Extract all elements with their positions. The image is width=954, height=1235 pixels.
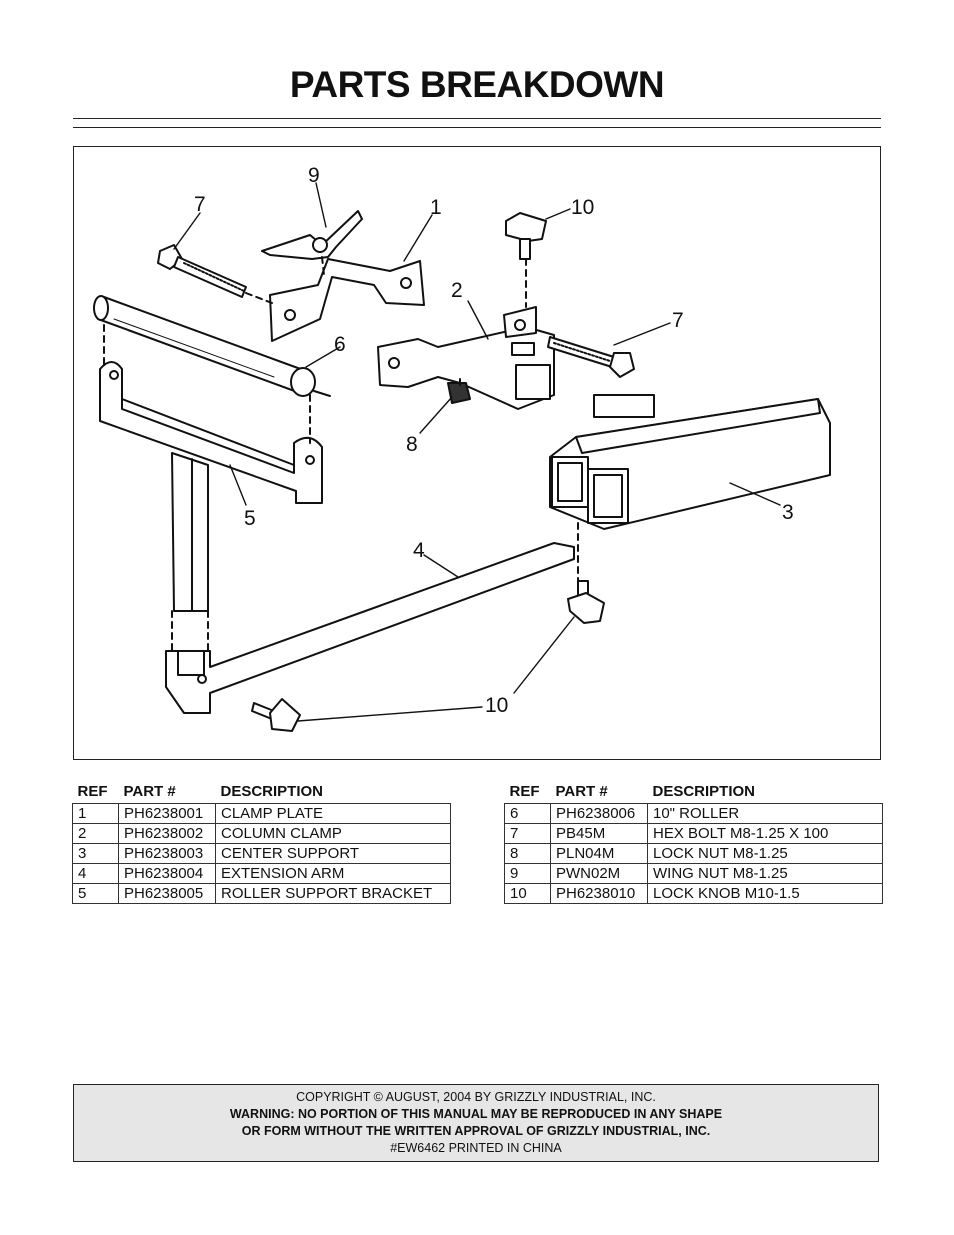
cell-ref: 8 xyxy=(504,843,551,864)
cell-description: CENTER SUPPORT xyxy=(215,843,451,864)
callout-7-upper: 7 xyxy=(194,193,206,216)
copyright-footer: COPYRIGHT © AUGUST, 2004 BY GRIZZLY INDU… xyxy=(73,1084,879,1162)
table-row: 4 PH6238004 EXTENSION ARM xyxy=(72,863,451,884)
cell-part: PH6238001 xyxy=(118,803,216,824)
header-ref: REF xyxy=(77,783,108,800)
table-row: 6 PH6238006 10" ROLLER xyxy=(504,803,883,824)
table-row: 2 PH6238002 COLUMN CLAMP xyxy=(72,823,451,844)
cell-ref: 10 xyxy=(504,883,551,904)
copyright-line: COPYRIGHT © AUGUST, 2004 BY GRIZZLY INDU… xyxy=(296,1090,656,1104)
table-row: 10 PH6238010 LOCK KNOB M10-1.5 xyxy=(504,883,883,904)
header-ref: REF xyxy=(509,783,540,800)
cell-description: ROLLER SUPPORT BRACKET xyxy=(215,883,451,904)
title-rule-top xyxy=(73,118,881,119)
title-rule-bottom xyxy=(73,127,881,128)
warning-line-1: WARNING: NO PORTION OF THIS MANUAL MAY B… xyxy=(229,1107,723,1121)
table-row: 3 PH6238003 CENTER SUPPORT xyxy=(72,843,451,864)
cell-part: PH6238004 xyxy=(118,863,216,884)
table-row: 5 PH6238005 ROLLER SUPPORT BRACKET xyxy=(72,883,451,904)
cell-ref: 1 xyxy=(72,803,119,824)
center-support-drawing xyxy=(549,394,831,530)
header-description: DESCRIPTION xyxy=(652,783,756,800)
page-title: PARTS BREAKDOWN xyxy=(289,64,665,105)
cell-part: PB45M xyxy=(550,823,648,844)
table-row: 7 PB45M HEX BOLT M8-1.25 X 100 xyxy=(504,823,883,844)
header-part: PART # xyxy=(555,783,608,800)
roller-support-bracket-drawing xyxy=(99,361,323,612)
callout-leader-lines xyxy=(173,182,781,722)
clamp-plate-drawing xyxy=(269,258,425,342)
cell-part: PH6238010 xyxy=(550,883,648,904)
cell-part: PH6238002 xyxy=(118,823,216,844)
cell-ref: 2 xyxy=(72,823,119,844)
table-row: 8 PLN04M LOCK NUT M8-1.25 xyxy=(504,843,883,864)
roller-drawing xyxy=(93,295,331,397)
lock-knob-upper-drawing xyxy=(505,212,547,260)
callout-2: 2 xyxy=(451,279,463,302)
cell-part: PH6238005 xyxy=(118,883,216,904)
cell-ref: 7 xyxy=(504,823,551,844)
cell-description: LOCK NUT M8-1.25 xyxy=(647,843,883,864)
cell-ref: 4 xyxy=(72,863,119,884)
parts-table-right: REF PART # DESCRIPTION 6 PH6238006 10" R… xyxy=(504,781,883,904)
assembly-dashed-lines xyxy=(103,256,579,652)
warning-line-2: OR FORM WITHOUT THE WRITTEN APPROVAL OF … xyxy=(241,1124,711,1138)
callout-4: 4 xyxy=(413,539,425,562)
table-row: 1 PH6238001 CLAMP PLATE xyxy=(72,803,451,824)
callout-3: 3 xyxy=(782,501,794,524)
callout-1: 1 xyxy=(430,196,442,219)
cell-description: CLAMP PLATE xyxy=(215,803,451,824)
hex-bolt-upper-drawing xyxy=(157,244,247,298)
lock-knob-lower-right-drawing xyxy=(567,580,605,624)
cell-description: EXTENSION ARM xyxy=(215,863,451,884)
table-header-row: REF PART # DESCRIPTION xyxy=(73,781,451,804)
header-part: PART # xyxy=(123,783,176,800)
table-row: 9 PWN02M WING NUT M8-1.25 xyxy=(504,863,883,884)
cell-part: PLN04M xyxy=(550,843,648,864)
cell-description: COLUMN CLAMP xyxy=(215,823,451,844)
callout-10-lower: 10 xyxy=(485,694,509,717)
cell-part: PH6238003 xyxy=(118,843,216,864)
callout-8: 8 xyxy=(406,433,418,456)
callout-7-lower: 7 xyxy=(672,309,684,332)
column-clamp-drawing xyxy=(377,306,555,410)
lock-knob-lower-left-drawing xyxy=(251,698,301,732)
callout-6: 6 xyxy=(334,333,346,356)
cell-ref: 5 xyxy=(72,883,119,904)
cell-ref: 6 xyxy=(504,803,551,824)
exploded-view-drawing xyxy=(93,182,831,732)
cell-description: WING NUT M8-1.25 xyxy=(647,863,883,884)
callout-10-upper: 10 xyxy=(571,196,595,219)
cell-ref: 3 xyxy=(72,843,119,864)
parts-table-left: REF PART # DESCRIPTION 1 PH6238001 CLAMP… xyxy=(72,781,451,904)
cell-description: 10" ROLLER xyxy=(647,803,883,824)
cell-description: LOCK KNOB M10-1.5 xyxy=(647,883,883,904)
cell-description: HEX BOLT M8-1.25 X 100 xyxy=(647,823,883,844)
wing-nut-drawing xyxy=(261,210,363,260)
cell-ref: 9 xyxy=(504,863,551,884)
cell-part: PH6238006 xyxy=(550,803,648,824)
parts-diagram: 9 7 1 10 2 7 6 8 3 5 4 10 xyxy=(73,146,881,760)
print-info-line: #EW6462 PRINTED IN CHINA xyxy=(390,1141,562,1155)
hex-bolt-lower-drawing xyxy=(547,336,635,378)
callout-9: 9 xyxy=(308,164,320,187)
extension-arm-drawing xyxy=(165,542,575,714)
cell-part: PWN02M xyxy=(550,863,648,884)
header-description: DESCRIPTION xyxy=(220,783,324,800)
lock-nut-drawing xyxy=(447,382,471,404)
callout-5: 5 xyxy=(244,507,256,530)
table-header-row: REF PART # DESCRIPTION xyxy=(505,781,883,804)
